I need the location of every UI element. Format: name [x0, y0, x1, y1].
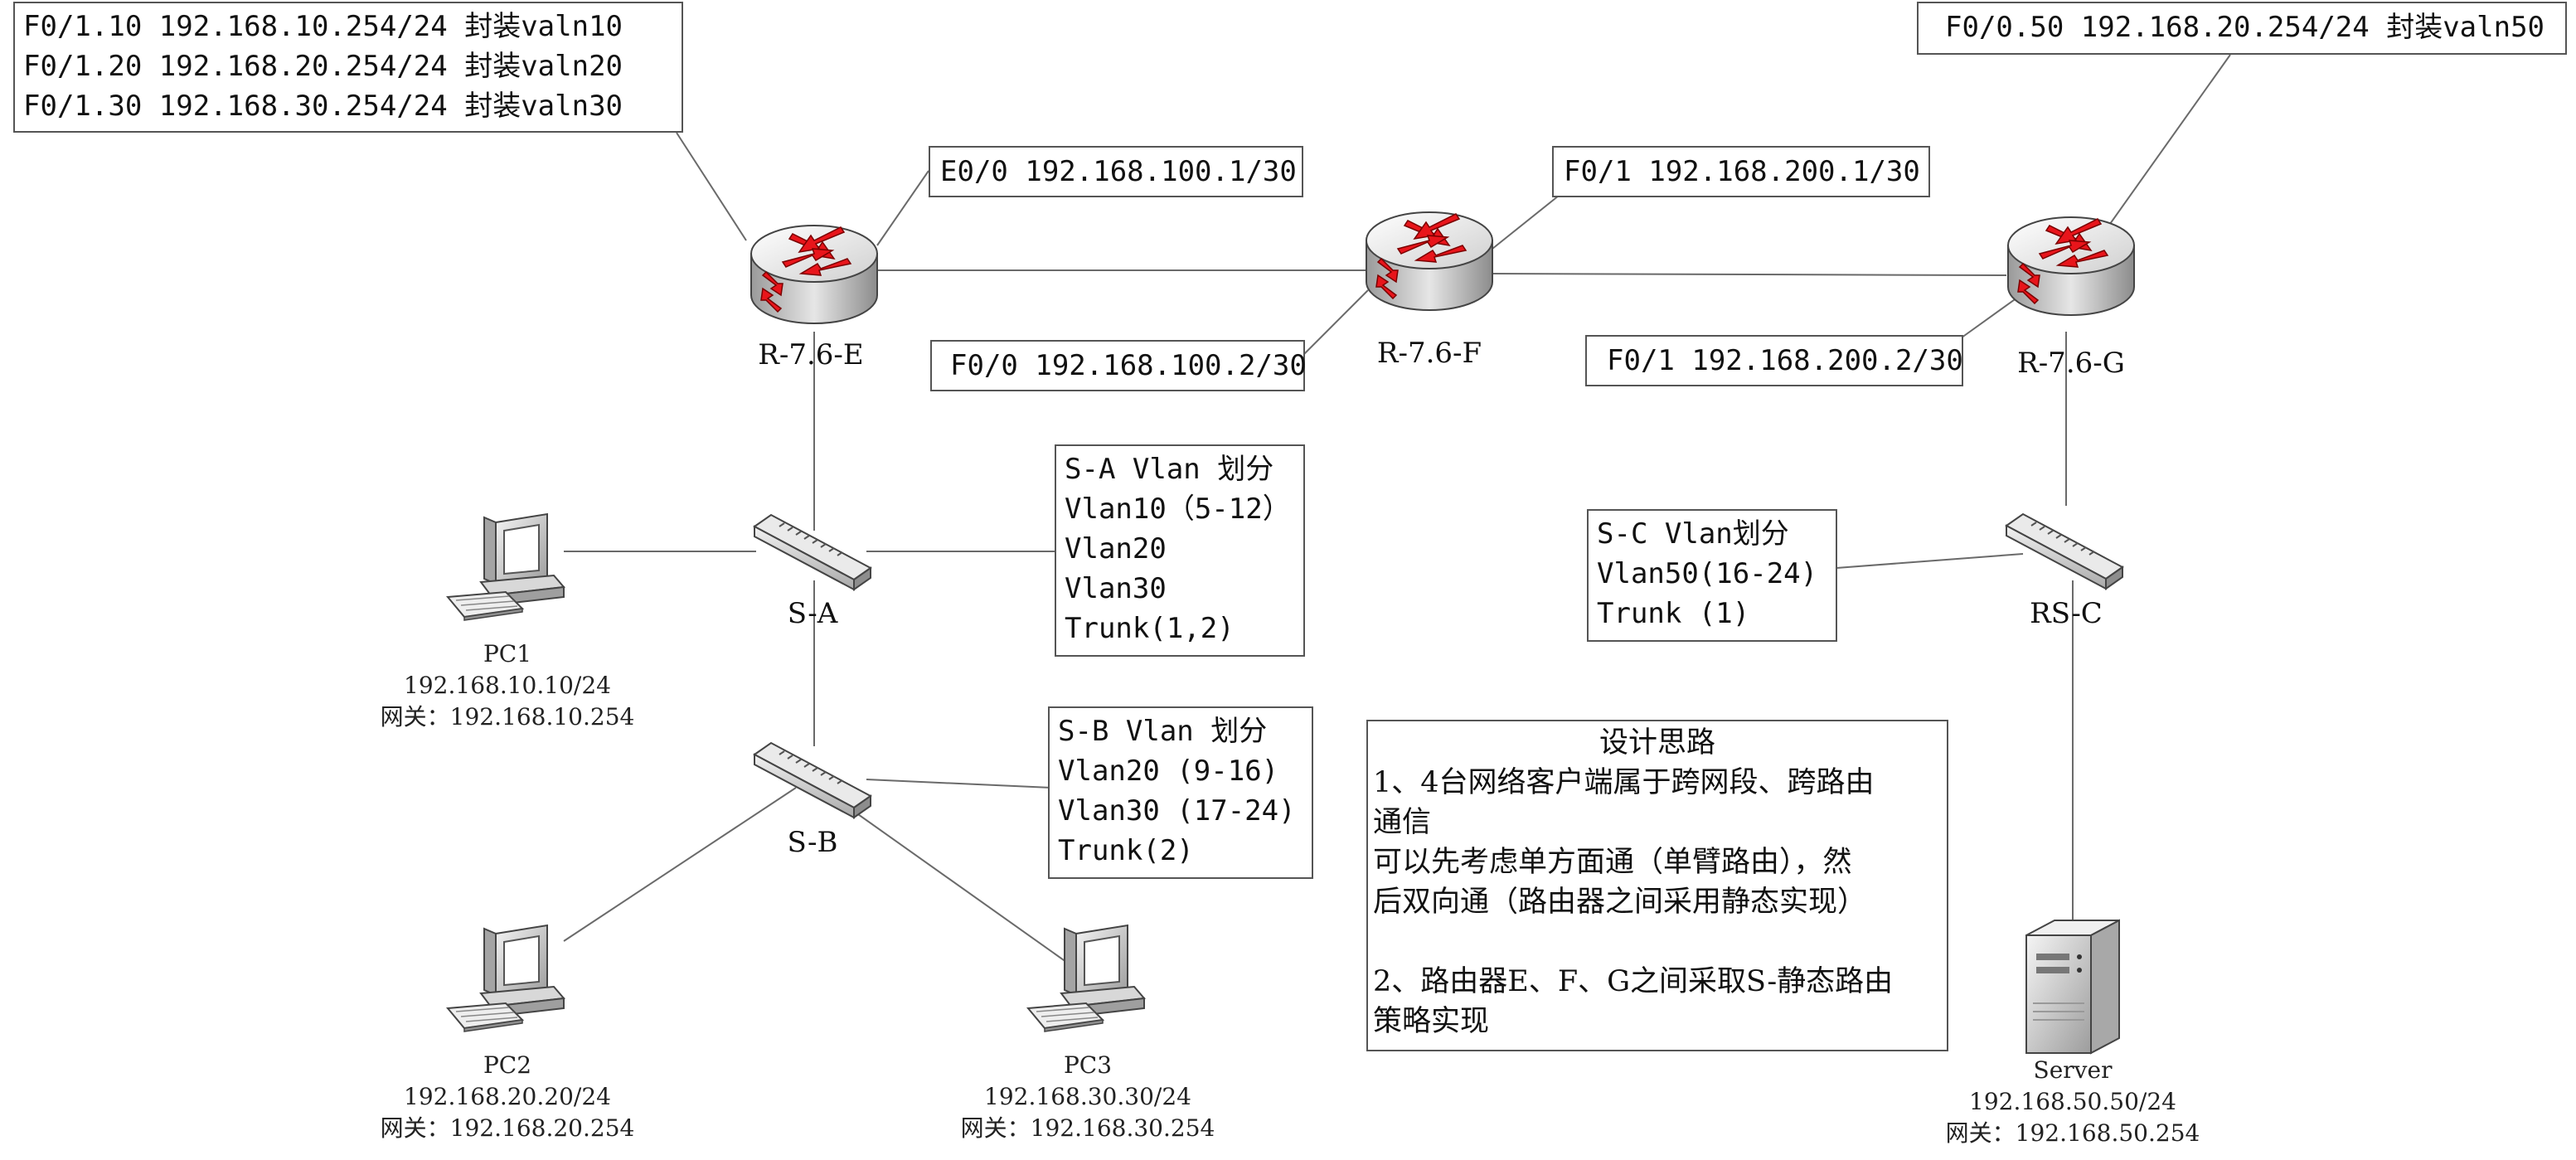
design-notes-title: 设计思路	[1598, 726, 1715, 760]
pc3-label: PC3 192.168.30.30/24 网关：192.168.30.254	[961, 1050, 1215, 1144]
sa-vlan-box: S-A Vlan 划分 Vlan10（5-12） Vlan20 Vlan30 T…	[1055, 444, 1305, 657]
pc1-ip: 192.168.10.10/24	[404, 672, 611, 699]
pc2-ip: 192.168.20.20/24	[404, 1083, 611, 1110]
design-notes-line-7: 策略实现	[1373, 1005, 1490, 1038]
switch-rsc-label: RS-C	[2030, 597, 2103, 630]
router-e-e00-box: E0/0 192.168.100.1/30	[929, 146, 1303, 197]
sc-vlan-box: S-C Vlan划分 Vlan50(16-24) Trunk (1)	[1587, 509, 1837, 642]
design-notes-line-4: 后双向通（路由器之间采用静态实现）	[1373, 886, 1867, 919]
link-f-g	[1492, 273, 2007, 276]
design-notes-line-2: 通信	[1373, 806, 1432, 839]
router-g-icon	[2007, 216, 2135, 316]
pc1-gateway: 网关：192.168.10.254	[380, 703, 635, 730]
links	[563, 54, 2231, 971]
link-sb-pc2	[563, 787, 797, 942]
design-notes-line-1: 1、4台网络客户端属于跨网段、跨路由	[1373, 766, 1875, 799]
design-notes-box: 设计思路 1、4台网络客户端属于跨网段、跨路由 通信 可以先考虑单方面通（单臂路…	[1366, 720, 1948, 1051]
router-g-subif-box: F0/0.50 192.168.20.254/24 封装valn50	[1917, 2, 2567, 55]
leader-f-f00	[1301, 289, 1369, 357]
leader-e-subifs	[676, 132, 747, 241]
sa-vlan-title: S-A Vlan 划分	[1065, 453, 1274, 486]
pc3-icon	[1027, 925, 1145, 1032]
server-icon	[2025, 920, 2120, 1054]
sb-vlan-title: S-B Vlan 划分	[1058, 715, 1268, 748]
router-e-subif-3: F0/1.30 192.168.30.254/24 封装valn30	[23, 90, 623, 123]
router-g-label: R-7.6-G	[2017, 347, 2125, 380]
pc1-name: PC1	[483, 640, 532, 667]
server-label: Server 192.168.50.50/24 网关：192.168.50.25…	[1946, 1055, 2200, 1149]
sa-vlan-trunk: Trunk(1,2)	[1065, 612, 1235, 645]
link-sb-pc3	[843, 803, 1079, 971]
router-f-icon	[1366, 211, 1493, 311]
leader-g-subif	[2109, 54, 2231, 225]
leader-e-e00	[876, 170, 929, 246]
switch-sb-label: S-B	[787, 826, 838, 859]
leader-g-f01	[1957, 293, 2024, 341]
sa-vlan-10: Vlan10（5-12）	[1065, 493, 1291, 526]
router-f-f00-box: F0/0 192.168.100.2/30	[930, 340, 1307, 391]
router-f-f01-box: F0/1 192.168.200.1/30	[1552, 146, 1930, 197]
pc2-label: PC2 192.168.20.20/24 网关：192.168.20.254	[381, 1050, 635, 1144]
router-e-subif-1: F0/1.10 192.168.10.254/24 封装valn10	[23, 10, 623, 43]
router-e-icon	[750, 225, 878, 324]
pc3-ip: 192.168.30.30/24	[984, 1083, 1191, 1110]
sa-vlan-20: Vlan20	[1065, 532, 1167, 565]
pc2-gateway: 网关：192.168.20.254	[380, 1114, 635, 1142]
switch-sa-label: S-A	[787, 597, 838, 630]
design-notes-line-3: 可以先考虑单方面通（单臂路由），然	[1373, 846, 1852, 879]
sb-vlan-30: Vlan30 (17-24)	[1058, 794, 1296, 828]
router-e-subif-box: F0/1.10 192.168.10.254/24 封装valn10 F0/1.…	[13, 2, 683, 133]
sc-vlan-50: Vlan50(16-24)	[1597, 557, 1818, 590]
link-sb-vlanbox	[866, 779, 1052, 789]
pc2-name: PC2	[483, 1051, 532, 1079]
sb-vlan-20: Vlan20 (9-16)	[1058, 755, 1279, 788]
leader-f-f01	[1492, 195, 1560, 250]
server-gateway: 网关：192.168.50.254	[1945, 1119, 2200, 1147]
sa-vlan-30: Vlan30	[1065, 572, 1167, 605]
pc2-icon	[447, 925, 565, 1032]
router-f-label: R-7.6-F	[1376, 337, 1482, 370]
design-notes-line-5	[1373, 922, 1942, 962]
router-e-subif-2: F0/1.20 192.168.20.254/24 封装valn20	[23, 50, 623, 83]
router-e-label: R-7.6-E	[758, 338, 864, 371]
router-g-f01-box: F0/1 192.168.200.2/30	[1585, 335, 1963, 386]
switch-sb-icon	[754, 742, 871, 818]
link-rsc-vlanbox	[1836, 553, 2024, 569]
switch-sa-icon	[754, 514, 871, 590]
pc1-icon	[447, 513, 565, 621]
pc3-name: PC3	[1063, 1051, 1113, 1079]
sc-vlan-trunk: Trunk (1)	[1597, 597, 1750, 630]
pc1-label: PC1 192.168.10.10/24 网关：192.168.10.254	[381, 638, 635, 733]
pc3-gateway: 网关：192.168.30.254	[960, 1114, 1215, 1142]
server-name: Server	[2033, 1056, 2113, 1084]
server-ip: 192.168.50.50/24	[1969, 1088, 2176, 1115]
design-notes-line-6: 2、路由器E、F、G之间采取S-静态路由	[1373, 965, 1894, 998]
sb-vlan-trunk: Trunk(2)	[1058, 834, 1194, 867]
sb-vlan-box: S-B Vlan 划分 Vlan20 (9-16) Vlan30 (17-24)…	[1048, 706, 1313, 879]
switch-rsc-icon	[2006, 513, 2123, 590]
sc-vlan-title: S-C Vlan划分	[1597, 517, 1789, 551]
